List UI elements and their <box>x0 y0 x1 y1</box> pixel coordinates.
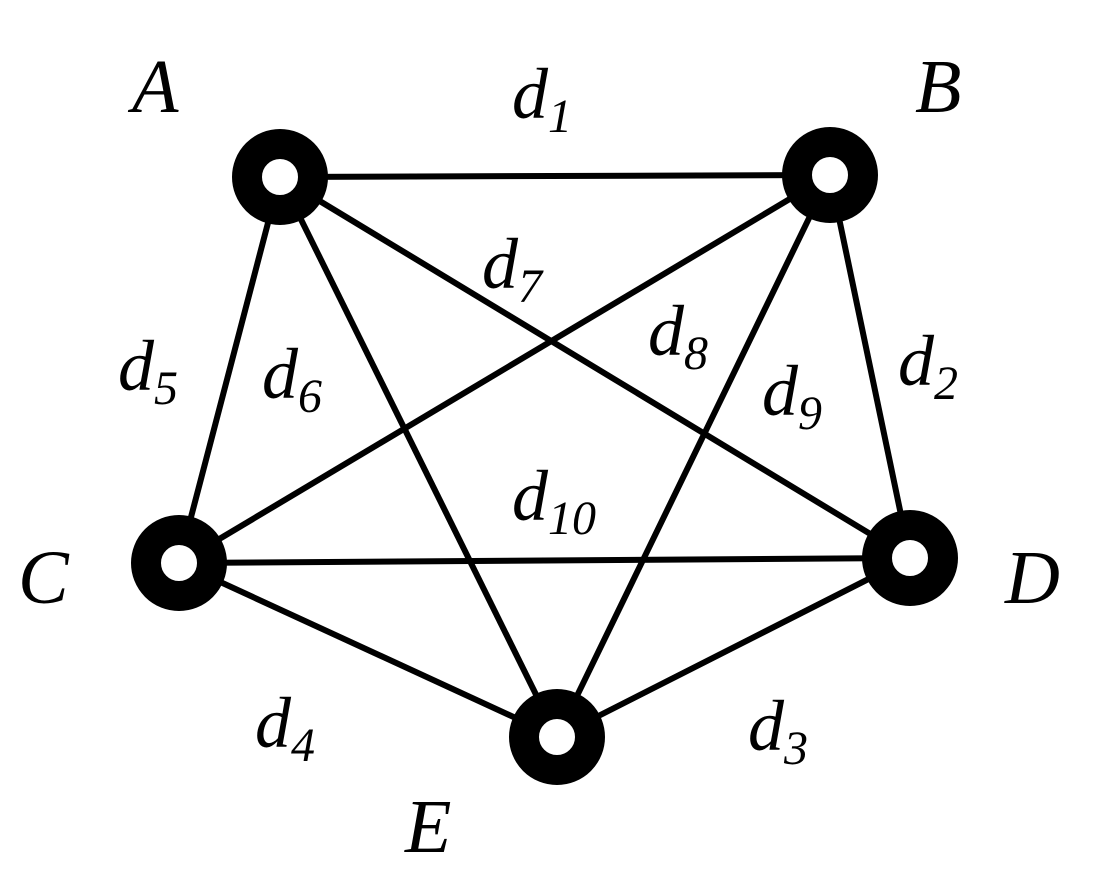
edge-label-base: d <box>118 326 155 406</box>
edge-label-d5: d5 <box>118 326 178 415</box>
node-B <box>782 127 878 223</box>
edge-label-base: d <box>262 334 299 414</box>
edge-label-subscript: 7 <box>518 260 544 313</box>
node-label-B: B <box>915 45 961 129</box>
edge-d3 <box>555 555 912 740</box>
edge-label-base: d <box>898 321 935 401</box>
node-label-A: A <box>127 45 179 129</box>
edge-label-d2: d2 <box>898 321 958 410</box>
edge-label-base: d <box>748 686 785 766</box>
edge-label-base: d <box>255 683 292 763</box>
edge-label-base: d <box>512 456 549 536</box>
edge-label-subscript: 3 <box>783 722 808 775</box>
edge-label-subscript: 9 <box>798 387 822 440</box>
edge-label-d1: d1 <box>512 54 572 143</box>
edge-d9 <box>554 173 833 739</box>
edge-d8 <box>177 172 832 566</box>
edge-label-d4: d4 <box>255 683 315 772</box>
edge-label-d6: d6 <box>262 334 322 423</box>
edge-label-subscript: 5 <box>154 362 178 415</box>
node-label-E: E <box>404 785 451 869</box>
node-label-D: D <box>1004 536 1060 620</box>
edges-layer <box>176 172 913 740</box>
node-label-C: C <box>18 536 70 620</box>
edge-d5 <box>176 176 283 564</box>
edge-label-subscript: 10 <box>548 492 596 545</box>
edge-label-d7: d7 <box>482 224 544 313</box>
edge-d10 <box>178 555 911 566</box>
edge-label-subscript: 8 <box>684 327 708 380</box>
edge-d1 <box>279 172 831 180</box>
edge-label-subscript: 2 <box>934 357 958 410</box>
edge-label-base: d <box>512 54 549 134</box>
node-D <box>862 510 958 606</box>
edge-label-base: d <box>648 291 685 371</box>
edge-label-subscript: 1 <box>548 90 572 143</box>
node-A <box>232 129 328 225</box>
edge-label-subscript: 4 <box>291 719 315 772</box>
edge-label-base: d <box>762 351 799 431</box>
edge-d6 <box>277 175 560 739</box>
edge-label-d3: d3 <box>748 686 808 775</box>
node-C <box>131 515 227 611</box>
edge-label-d8: d8 <box>648 291 708 380</box>
edge-d4 <box>177 560 559 740</box>
edge-label-base: d <box>482 224 519 304</box>
edge-d2 <box>827 174 913 559</box>
edge-label-subscript: 6 <box>298 370 322 423</box>
edge-label-d10: d10 <box>512 456 596 545</box>
edge-d7 <box>278 174 912 561</box>
edge-label-d9: d9 <box>762 351 822 440</box>
nodes-layer <box>131 127 958 785</box>
node-E <box>509 689 605 785</box>
